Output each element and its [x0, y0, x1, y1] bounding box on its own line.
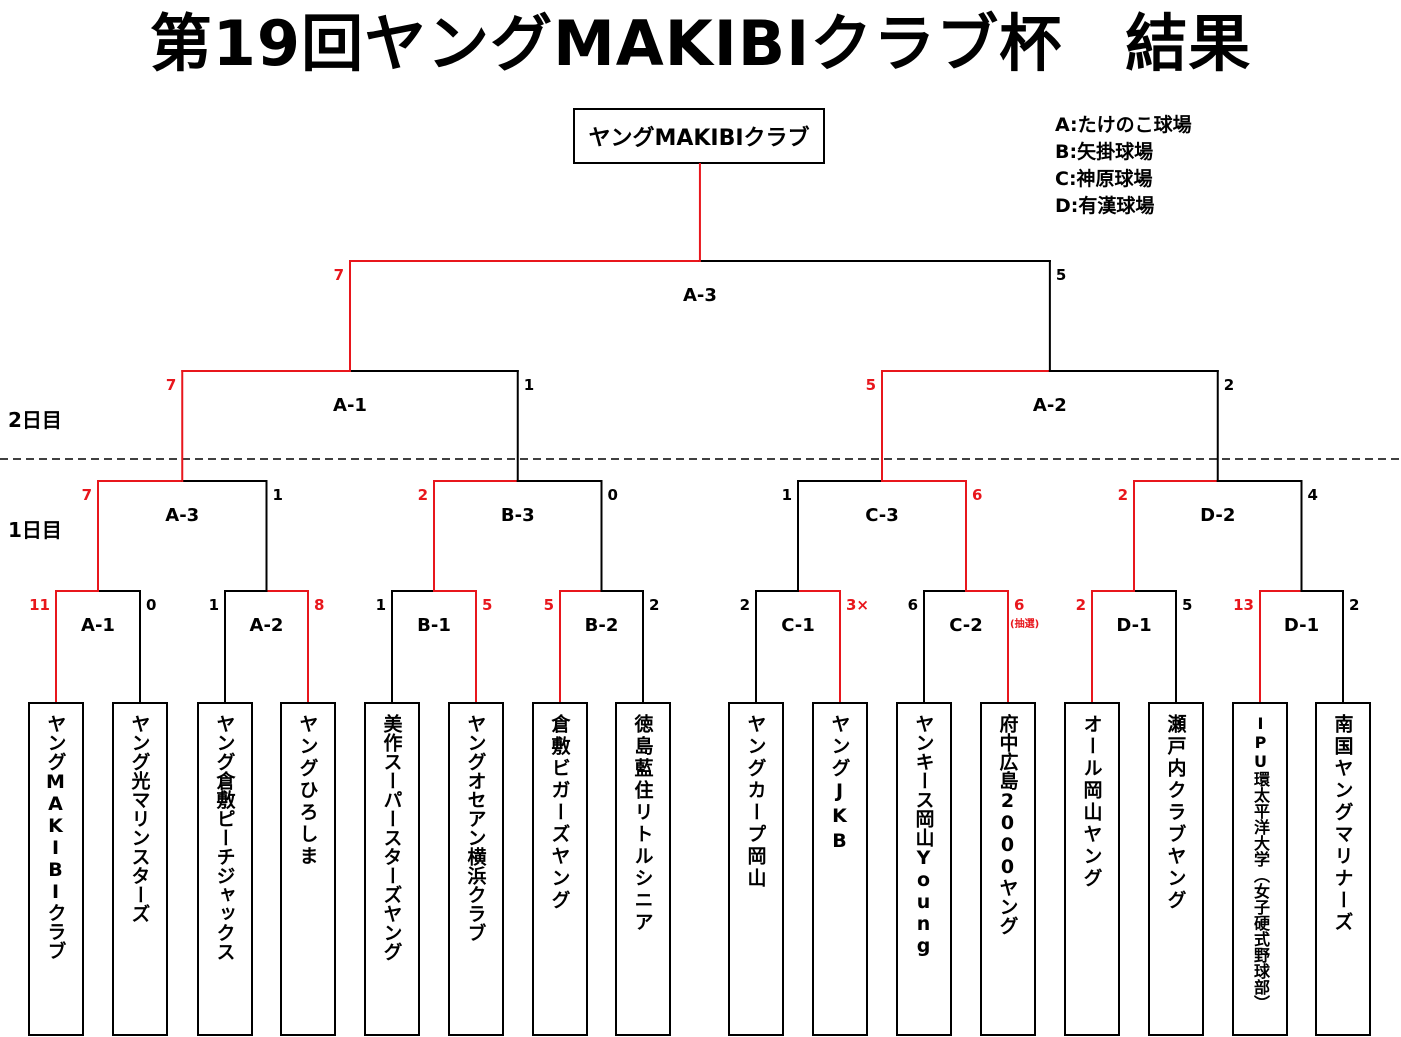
team-name: IPU環太平洋大学（女子硬式野球部） [1251, 714, 1270, 1011]
score-right: 2 [1349, 596, 1359, 614]
match-label: A-1 [81, 615, 115, 636]
page-title: 第19回ヤングMAKIBIクラブ杯 結果 [149, 7, 1252, 80]
team-name: 徳島藍住リトルシニア [631, 714, 654, 934]
legend-item-a: A:たけのこ球場 [1055, 114, 1192, 136]
score-left: 2 [1076, 596, 1086, 614]
team-box: ヤングJKB [812, 702, 868, 1036]
score-left: 5 [866, 376, 876, 394]
team-name: ヤンキース岡山Young [912, 714, 935, 957]
team-box: IPU環太平洋大学（女子硬式野球部） [1232, 702, 1288, 1036]
team-box: ヤングカープ岡山 [728, 702, 784, 1036]
score-left: 1 [782, 486, 792, 504]
score-right: 3× [846, 596, 869, 614]
day1-label: 1日目 [8, 518, 62, 542]
match-label: C-3 [865, 505, 899, 526]
score-right: 2 [649, 596, 659, 614]
score-left: 7 [334, 266, 344, 284]
score-right: 5 [1056, 266, 1066, 284]
match-label: B-3 [501, 505, 535, 526]
champion-name: ヤングMAKIBIクラブ [588, 126, 810, 151]
match-label: B-1 [417, 615, 451, 636]
match-label: C-2 [949, 615, 983, 636]
score-left: 5 [544, 596, 554, 614]
score-left: 7 [82, 486, 92, 504]
match-label: A-2 [1033, 395, 1067, 416]
team-box: ヤンキース岡山Young [896, 702, 952, 1036]
match-label: D-1 [1284, 615, 1319, 636]
team-name: ヤング光マリンスターズ [128, 714, 151, 923]
score-note: (抽選) [1010, 617, 1039, 630]
team-name: 瀬戸内クラブヤング [1164, 714, 1187, 912]
team-box: 倉敷ビガーズヤング [532, 702, 588, 1036]
team-box: ヤングオセアン横浜クラブ [448, 702, 504, 1036]
match-label: D-1 [1116, 615, 1151, 636]
day2-label: 2日目 [8, 408, 62, 432]
team-name: 南国ヤングマリナーズ [1331, 714, 1354, 934]
team-box: 徳島藍住リトルシニア [615, 702, 671, 1036]
score-left: 2 [418, 486, 428, 504]
team-name: ヤングひろしま [296, 714, 319, 868]
team-name: 倉敷ビガーズヤング [548, 714, 571, 912]
match-label: A-3 [165, 505, 199, 526]
score-right: 5 [482, 596, 492, 614]
team-box: ヤングひろしま [280, 702, 336, 1036]
team-name: ヤングJKB [828, 714, 851, 855]
score-left: 1 [376, 596, 386, 614]
venue-legend: A:たけのこ球場 B:矢掛球場 C:神原球場 D:有漢球場 [1055, 112, 1192, 220]
team-name: ヤングMAKIBIクラブ [44, 714, 67, 960]
score-left: 6 [908, 596, 918, 614]
team-name: ヤングカープ岡山 [744, 714, 767, 890]
team-box: 美作スーパースターズヤング [364, 702, 420, 1036]
team-box: ヤングMAKIBIクラブ [28, 702, 84, 1036]
score-right: 4 [1308, 486, 1318, 504]
score-left: 2 [740, 596, 750, 614]
team-name: 美作スーパースターズヤング [380, 714, 403, 961]
score-right: 5 [1182, 596, 1192, 614]
team-box: ヤング光マリンスターズ [112, 702, 168, 1036]
team-box: 府中広島2000ヤング [980, 702, 1036, 1036]
match-label: A-2 [250, 615, 284, 636]
team-name: ヤング倉敷ピーチジャックス [213, 714, 236, 961]
team-name: オール岡山ヤング [1080, 714, 1103, 890]
score-right: 1 [524, 376, 534, 394]
legend-item-d: D:有漢球場 [1055, 195, 1155, 217]
score-left: 11 [29, 596, 50, 614]
score-right: 0 [146, 596, 156, 614]
score-left: 2 [1118, 486, 1128, 504]
score-right: 8 [314, 596, 324, 614]
score-right: 6 [1014, 596, 1024, 614]
score-left: 1 [209, 596, 219, 614]
match-label: A-3 [683, 285, 717, 306]
score-left: 13 [1233, 596, 1254, 614]
score-right: 1 [273, 486, 283, 504]
legend-item-b: B:矢掛球場 [1055, 141, 1154, 163]
score-right: 6 [972, 486, 982, 504]
team-name: ヤングオセアン横浜クラブ [464, 714, 487, 942]
match-label: B-2 [585, 615, 619, 636]
team-box: 南国ヤングマリナーズ [1315, 702, 1371, 1036]
team-name: 府中広島2000ヤング [996, 714, 1019, 935]
team-box: オール岡山ヤング [1064, 702, 1120, 1036]
match-label: D-2 [1200, 505, 1235, 526]
match-label: A-1 [333, 395, 367, 416]
match-label: C-1 [781, 615, 815, 636]
team-box: ヤング倉敷ピーチジャックス [197, 702, 253, 1036]
score-right: 0 [608, 486, 618, 504]
score-left: 7 [166, 376, 176, 394]
score-right: 2 [1224, 376, 1234, 394]
team-box: 瀬戸内クラブヤング [1148, 702, 1204, 1036]
legend-item-c: C:神原球場 [1055, 168, 1153, 190]
